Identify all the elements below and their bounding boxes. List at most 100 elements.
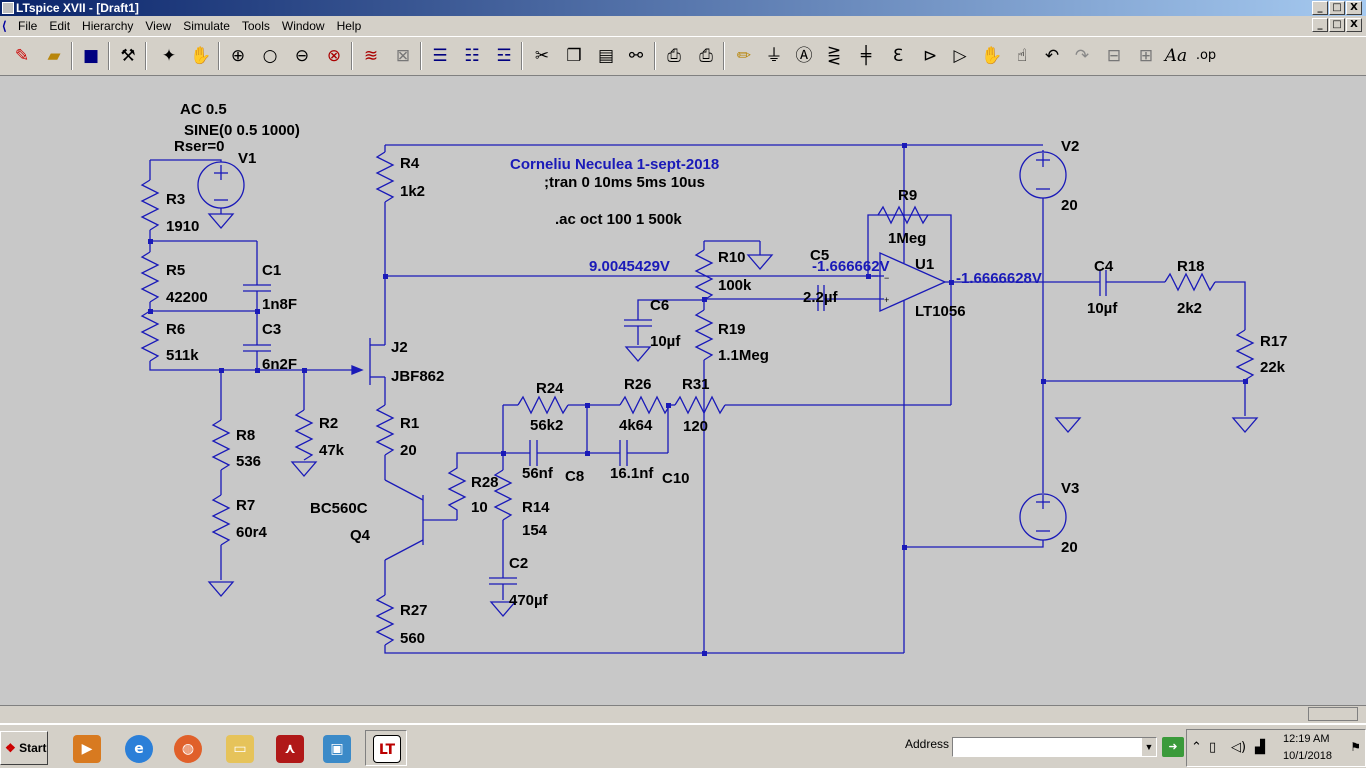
address-label: Address xyxy=(905,737,950,751)
open-icon[interactable]: ▰ xyxy=(47,46,61,66)
v1-sine-label: SINE(0 0.5 1000) xyxy=(184,122,300,139)
firefox-icon[interactable]: ◍ xyxy=(166,730,208,766)
r31-resistor xyxy=(674,395,726,415)
capacitor-icon[interactable]: ╪ xyxy=(860,46,872,66)
svg-text:+: + xyxy=(884,295,889,305)
app-icon xyxy=(2,2,14,14)
v2-name: V2 xyxy=(1061,138,1080,155)
c4-value: 10µf xyxy=(1087,300,1118,317)
menu-tools[interactable]: Tools xyxy=(241,19,270,33)
tile-horizontal-icon[interactable]: ☷ xyxy=(464,46,480,66)
halt-icon[interactable]: ✋ xyxy=(190,46,212,66)
menu-hierarchy[interactable]: Hierarchy xyxy=(82,19,134,33)
network-icon[interactable]: ▟ xyxy=(1255,740,1265,755)
pan-icon[interactable]: ○ xyxy=(262,46,278,66)
file-explorer-icon[interactable]: ▭ xyxy=(218,730,260,766)
diode-icon[interactable]: ⊳ xyxy=(922,46,938,66)
menu-edit[interactable]: Edit xyxy=(49,19,71,33)
start-button[interactable]: ❖ Start xyxy=(0,731,48,765)
child-close-button[interactable]: X xyxy=(1346,18,1362,32)
mirror-icon[interactable]: ⊞ xyxy=(1138,46,1154,66)
menu-help[interactable]: Help xyxy=(336,19,362,33)
ac-directive: .ac oct 100 1 500k xyxy=(555,211,682,228)
r7-name: R7 xyxy=(236,497,256,514)
resistor-icon[interactable]: ⋛ xyxy=(826,46,842,66)
r17-resistor xyxy=(1235,329,1255,381)
tray-expand-icon[interactable]: ⌃ xyxy=(1191,740,1202,755)
c8-value: 56nf xyxy=(522,465,553,482)
zoom-in-icon[interactable]: ⊕ xyxy=(230,46,246,66)
save-icon[interactable]: ■ xyxy=(82,46,100,66)
r5-resistor xyxy=(140,251,160,303)
draw-wire-icon[interactable]: ✏ xyxy=(736,46,752,66)
menu-view[interactable]: View xyxy=(145,19,172,33)
battery-icon[interactable]: ▯ xyxy=(1209,740,1217,755)
spice-directive-icon[interactable]: .op xyxy=(1195,48,1217,63)
tran-directive: ;tran 0 10ms 5ms 10us xyxy=(544,174,705,191)
minimize-button[interactable]: _ xyxy=(1312,1,1328,15)
r17-name: R17 xyxy=(1260,333,1288,350)
title-bar: LTspice XVII - [Draft1] _ □ X xyxy=(0,0,1366,16)
copy-icon[interactable]: ❐ xyxy=(566,46,582,66)
schematic-canvas[interactable]: − + AC 0.5 SINE(0 0.5 1000) Rser=0 V1 R3… xyxy=(0,77,1366,705)
r4-name: R4 xyxy=(400,155,420,172)
r1-name: R1 xyxy=(400,415,420,432)
inductor-icon[interactable]: Ɛ xyxy=(892,46,904,66)
zoom-out-icon[interactable]: ⊖ xyxy=(294,46,310,66)
cut-icon[interactable]: ✂ xyxy=(534,46,550,66)
maximize-button[interactable]: □ xyxy=(1329,1,1345,15)
notification-flag-icon[interactable]: ⚑ xyxy=(1350,740,1361,754)
photo-viewer-icon[interactable]: ▣ xyxy=(315,730,357,766)
close-button[interactable]: X xyxy=(1346,1,1362,15)
horizontal-scrollbar[interactable] xyxy=(0,705,1366,723)
print-setup-icon[interactable]: ⎙ xyxy=(667,46,681,66)
undo-icon[interactable]: ↶ xyxy=(1044,46,1060,66)
control-panel-icon[interactable]: ⚒ xyxy=(120,46,136,66)
tile-vertical-icon[interactable]: ☲ xyxy=(496,46,512,66)
label-net-icon[interactable]: Ⓐ xyxy=(795,46,813,66)
rotate-icon[interactable]: ⊟ xyxy=(1106,46,1122,66)
r2-name: R2 xyxy=(319,415,339,432)
cascade-windows-icon[interactable]: ☰ xyxy=(432,46,448,66)
autoscale-icon[interactable]: ≋ xyxy=(363,46,379,66)
child-minimize-button[interactable]: _ xyxy=(1312,18,1328,32)
find-icon[interactable]: ⚯ xyxy=(628,46,644,66)
text-icon[interactable]: Aa xyxy=(1164,46,1188,66)
drag-icon[interactable]: ☝ xyxy=(1016,46,1028,66)
child-maximize-button[interactable]: □ xyxy=(1329,18,1345,32)
media-player-icon[interactable]: ▶ xyxy=(65,730,107,766)
c2-name: C2 xyxy=(509,555,529,572)
c1-value: 1n8F xyxy=(262,296,298,313)
print-icon[interactable]: ⎙ xyxy=(699,46,713,66)
menu-simulate[interactable]: Simulate xyxy=(183,19,230,33)
tile-icon[interactable]: ⊠ xyxy=(395,46,411,66)
r27-value: 560 xyxy=(400,630,426,647)
acrobat-icon[interactable]: ⋏ xyxy=(268,730,310,766)
windows-flag-icon: ❖ xyxy=(5,741,16,755)
ltspice-taskbar-icon[interactable]: LT xyxy=(365,730,407,766)
address-dropdown-icon[interactable]: ▼ xyxy=(1142,738,1156,756)
ltspice-menu-icon[interactable]: ⟨ xyxy=(2,19,7,33)
r6-value: 511k xyxy=(166,347,199,364)
v3-name: V3 xyxy=(1061,480,1080,497)
schematic-drawing: − + xyxy=(140,143,1259,656)
c5-name: C5 xyxy=(810,247,830,264)
go-button[interactable]: ➜ xyxy=(1162,737,1184,757)
ground-icon[interactable]: ⏚ xyxy=(765,46,783,66)
redo-icon[interactable]: ↷ xyxy=(1074,46,1090,66)
menu-window[interactable]: Window xyxy=(281,19,325,33)
r26-name: R26 xyxy=(624,376,652,393)
address-input[interactable]: ▼ xyxy=(952,737,1157,757)
component-icon[interactable]: ▷ xyxy=(953,46,967,66)
volume-icon[interactable]: ◁) xyxy=(1231,740,1247,755)
node-voltage-3: -1.6666628V xyxy=(956,270,1042,287)
run-icon[interactable]: ✦ xyxy=(161,46,177,66)
internet-explorer-icon[interactable]: e xyxy=(117,730,159,766)
move-icon[interactable]: ✋ xyxy=(981,46,1003,66)
r9-value: 1Meg xyxy=(888,230,927,247)
new-schematic-icon[interactable]: ✎ xyxy=(14,46,30,66)
paste-icon[interactable]: ▤ xyxy=(597,46,615,66)
menu-file[interactable]: File xyxy=(18,19,38,33)
r18-value: 2k2 xyxy=(1177,300,1203,317)
zoom-fit-icon[interactable]: ⊗ xyxy=(326,46,342,66)
